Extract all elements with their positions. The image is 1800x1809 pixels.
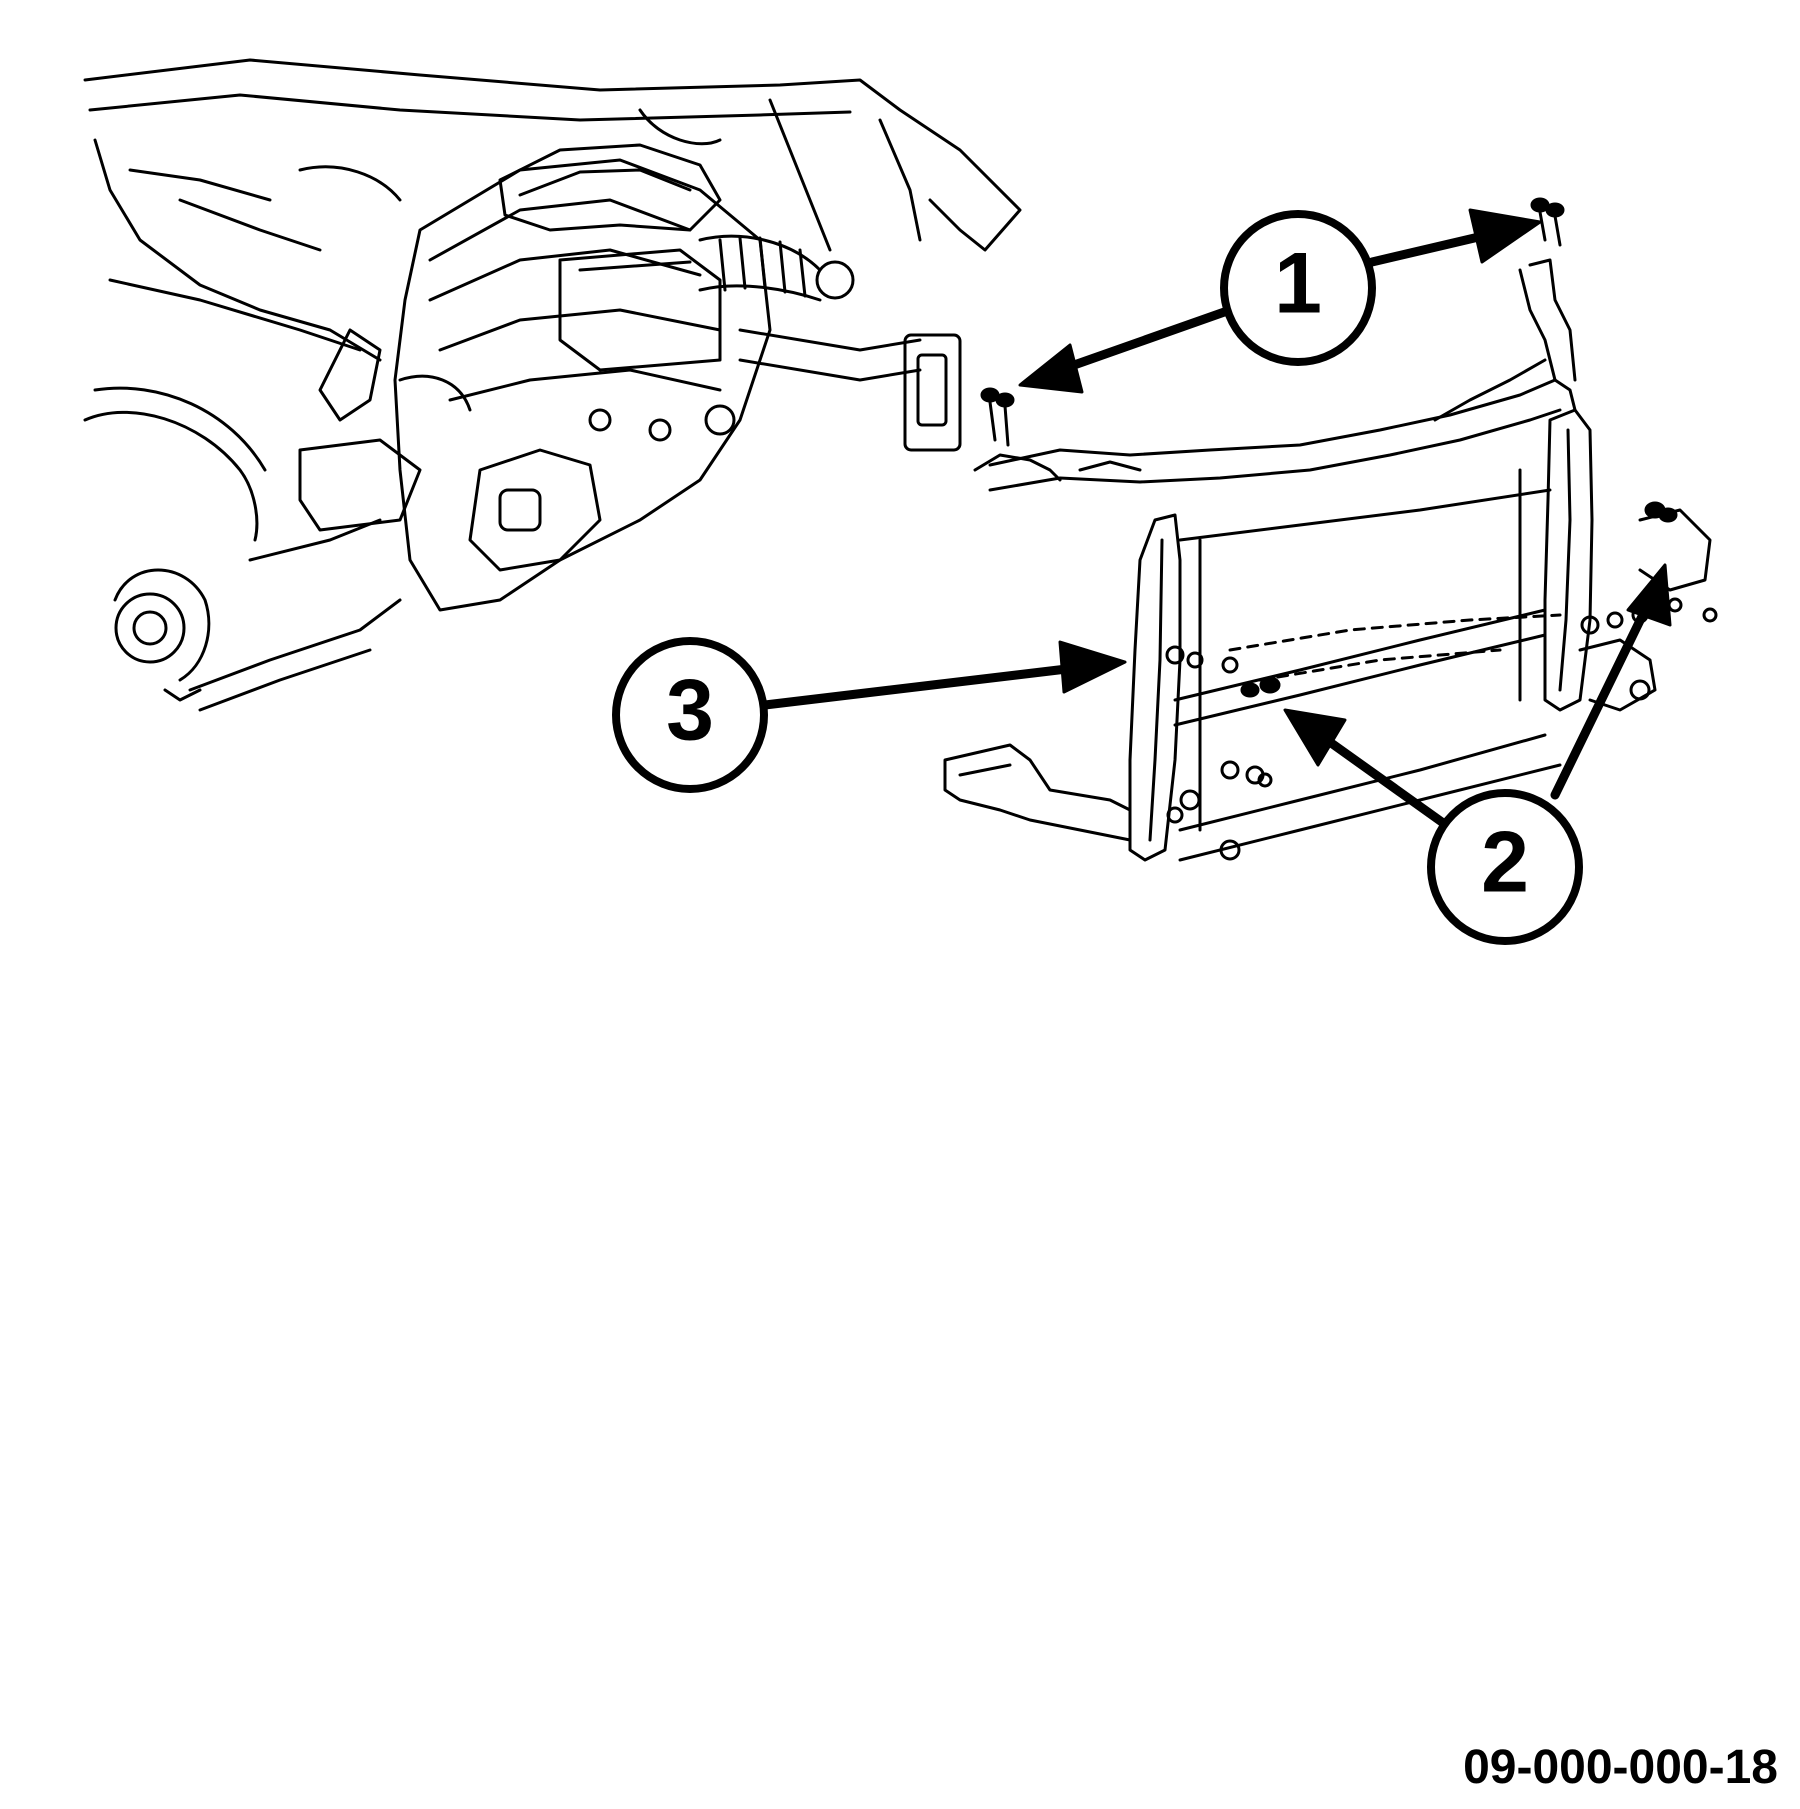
radiator-support-illustration: [943, 197, 1718, 862]
callout-1-label: 1: [1274, 236, 1322, 332]
callout-3-label: 3: [666, 663, 714, 759]
callout-1: 1: [1018, 208, 1542, 394]
figure-id: 09-000-000-18: [1463, 1741, 1778, 1794]
callout-2: 2: [1283, 563, 1672, 945]
callout-2-label: 2: [1481, 815, 1529, 911]
engine-bay-illustration: [83, 58, 1022, 712]
callout-3: 3: [612, 637, 1127, 793]
lower-fasteners: [1240, 501, 1678, 698]
